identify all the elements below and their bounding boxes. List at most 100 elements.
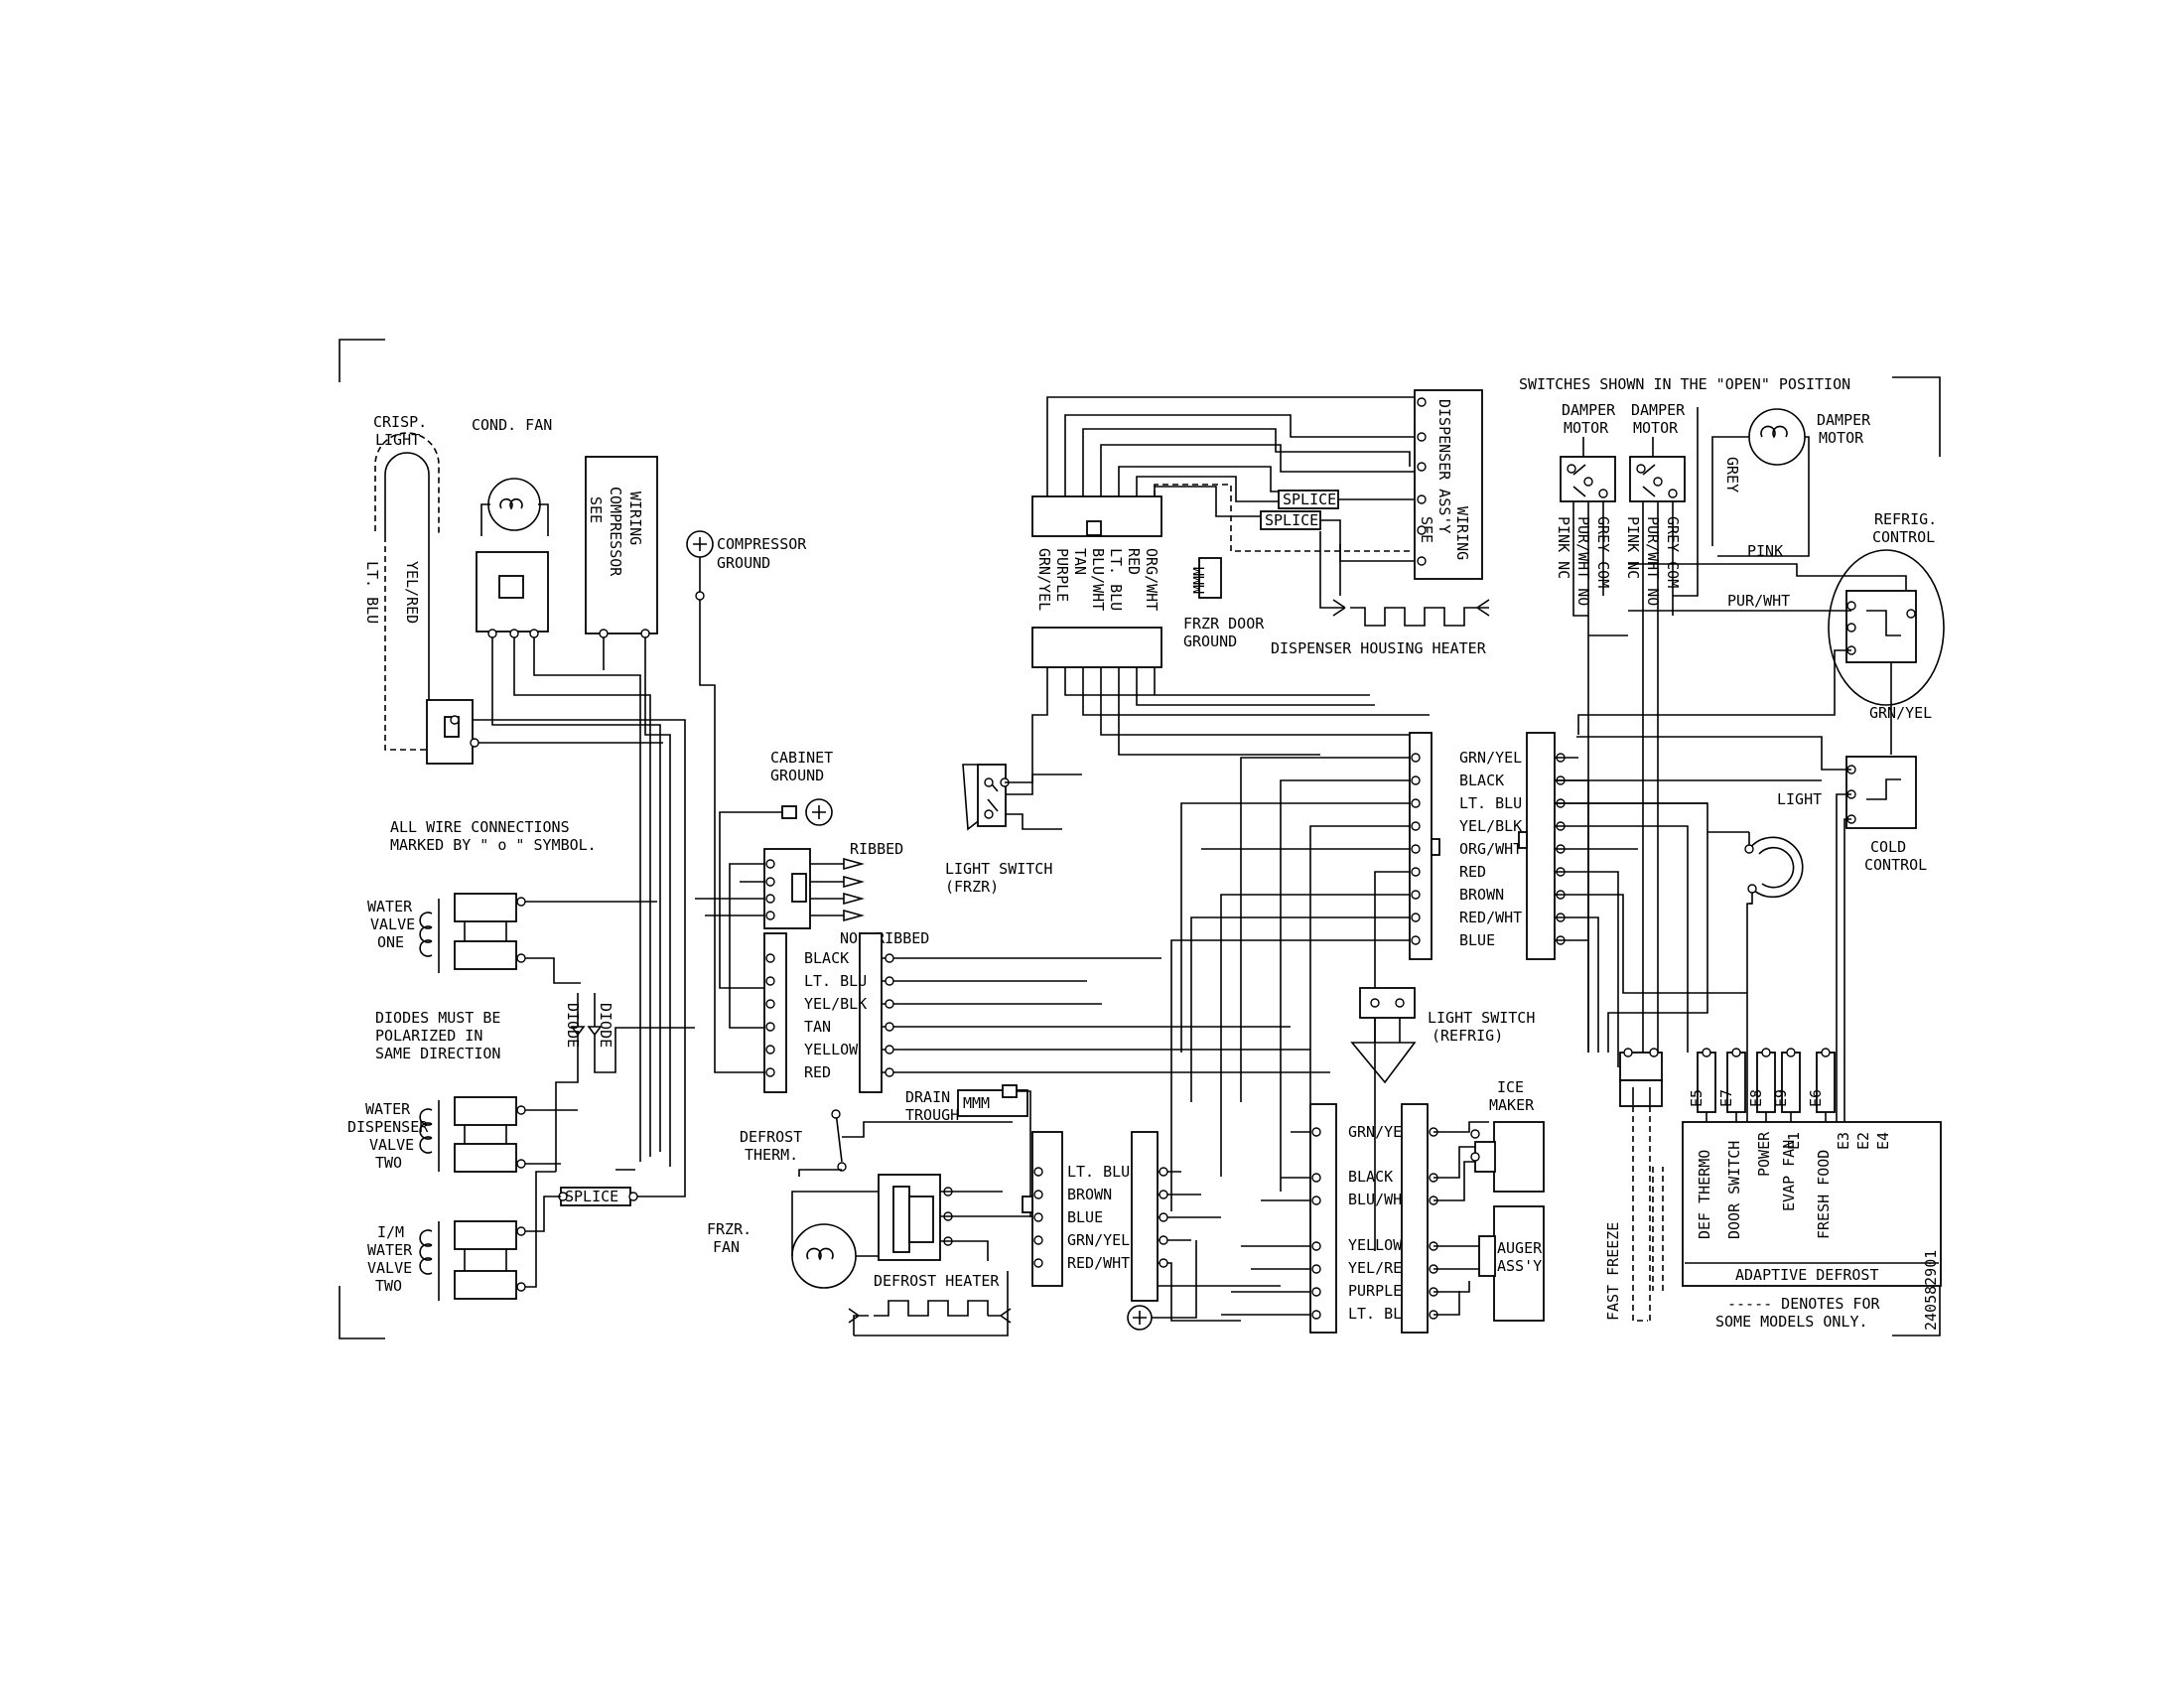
left-connector: BLACK LT. BLU YEL/BLK TAN YELLOW RED bbox=[763, 932, 1330, 1093]
compressor-ground-label-2: GROUND bbox=[717, 554, 770, 572]
harness-wire-3: TAN bbox=[1071, 548, 1089, 575]
cold-control-label-1: COLD bbox=[1870, 838, 1906, 856]
defrost-therm: DEFROST THERM. bbox=[740, 1109, 1013, 1177]
dispenser-splice-2: SPLICE bbox=[1265, 511, 1318, 529]
dispenser-assy-text: DISPENSER ASS'Y bbox=[1435, 399, 1453, 533]
compressor-wiring: SEE COMPRESSOR WIRING bbox=[585, 456, 658, 634]
non-ribbed-label: NON-RIBBED bbox=[840, 929, 929, 947]
damper-switch-2-purwht: PUR/WHT NO bbox=[1644, 516, 1662, 606]
cond-fan: COND. FAN bbox=[472, 416, 552, 633]
adaptive-defrost-fn-evap-fan: EVAP FAN bbox=[1780, 1140, 1798, 1211]
frzr-fan-label-1: FRZR. bbox=[707, 1220, 751, 1238]
icemaker-connector-wire-3: BLU/WHT bbox=[1348, 1191, 1411, 1208]
right-light-label: LIGHT bbox=[1777, 790, 1822, 808]
adaptive-defrost-terminal-e7: E7 bbox=[1717, 1089, 1735, 1107]
compressor-ground-label-1: COMPRESSOR bbox=[717, 535, 807, 553]
cond-fan-label: COND. FAN bbox=[472, 416, 552, 434]
dispenser-assy: SEE DISPENSER ASS'Y WIRING bbox=[1414, 389, 1483, 580]
left-connector-wire-3: YEL/BLK bbox=[804, 995, 867, 1013]
center-ground bbox=[1127, 1240, 1197, 1331]
adaptive-defrost-board: E5 E7 E8 E9 E6 DEF THERMO DOOR SWITCH PO… bbox=[1682, 1048, 1942, 1287]
cabinet-ground: CABINET GROUND bbox=[719, 749, 833, 989]
water-valve-one: WATER VALVE ONE bbox=[367, 893, 657, 984]
damper-switch-2-label-2: MOTOR bbox=[1633, 419, 1679, 437]
dispenser-splice-1: SPLICE bbox=[1283, 491, 1336, 508]
crisp-light: CRISP. LIGHT LT. BLU YEL/RED bbox=[363, 413, 474, 765]
center-connector-wire-4: YEL/BLK bbox=[1459, 817, 1522, 835]
left-splice-label: SPLICE bbox=[565, 1188, 618, 1205]
left-connector-wire-6: RED bbox=[804, 1063, 831, 1081]
damper-motor-label-1: DAMPER bbox=[1817, 411, 1871, 429]
diode-label-1: DIODE bbox=[564, 1003, 582, 1048]
icemaker-connector-wire-7: LT. BLU bbox=[1348, 1305, 1411, 1323]
center-connector-wire-7: BROWN bbox=[1459, 886, 1504, 904]
drain-trough-label-2: TROUGH bbox=[905, 1106, 959, 1124]
damper-switch-1-purwht: PUR/WHT NO bbox=[1574, 516, 1592, 606]
drawing-number: 240582901 bbox=[1922, 1250, 1940, 1331]
adaptive-defrost-fn-e1: E1 bbox=[1785, 1132, 1803, 1150]
left-wire-trunk bbox=[450, 591, 770, 1172]
mid-connector bbox=[1131, 1131, 1281, 1322]
fan-connector-wire-5: RED/WHT bbox=[1067, 1254, 1130, 1272]
denotes-note-1: ----- DENOTES FOR bbox=[1727, 1295, 1880, 1313]
im-water-valve-label-2: WATER bbox=[367, 1241, 413, 1259]
dispenser-wiring-text: WIRING bbox=[1453, 506, 1471, 560]
dispenser-housing-heater: DISPENSER HOUSING HEATER bbox=[1271, 531, 1490, 657]
harness-wire-7: ORG/WHT bbox=[1143, 548, 1160, 611]
damper-motor-grey: GREY bbox=[1723, 457, 1741, 492]
frzr-fan: FRZR. FAN bbox=[707, 1174, 1032, 1289]
right-light: LIGHT bbox=[1707, 790, 1822, 1122]
refrig-control-label-1: REFRIG. bbox=[1874, 510, 1937, 528]
water-valve-one-label-1: WATER bbox=[367, 898, 413, 915]
dispenser-splices: SPLICE SPLICE bbox=[1260, 490, 1415, 562]
cabinet-ground-label-1: CABINET bbox=[770, 749, 833, 767]
damper-switch-1-pink: PINK NC bbox=[1555, 516, 1572, 579]
crisp-light-label-2: LIGHT bbox=[375, 431, 420, 449]
auger-assy: AUGER ASS'Y bbox=[1433, 1205, 1545, 1322]
adaptive-defrost-terminal-e9: E9 bbox=[1772, 1089, 1790, 1107]
damper-switch-1-label-2: MOTOR bbox=[1564, 419, 1609, 437]
icemaker-connector-wire-6: PURPLE bbox=[1348, 1282, 1402, 1300]
wire-lt-blu-label: LT. BLU bbox=[363, 561, 381, 624]
light-switch-frzr-label-1: LIGHT SWITCH bbox=[945, 860, 1052, 878]
cabinet-ground-label-2: GROUND bbox=[770, 767, 824, 784]
damper-motor: DAMPER MOTOR GREY bbox=[1673, 407, 1871, 597]
refrig-control-label-2: CONTROL bbox=[1872, 528, 1935, 546]
water-dispenser-valve-label-2: DISPENSER bbox=[347, 1118, 429, 1136]
fan-connector-wire-1: LT. BLU bbox=[1067, 1163, 1130, 1181]
compressor-ground: COMPRESSOR GROUND bbox=[686, 530, 807, 596]
right-connector bbox=[1518, 732, 1822, 1067]
switches-shown-note: SWITCHES SHOWN IN THE "OPEN" POSITION bbox=[1519, 375, 1850, 393]
drain-trough-mmm: MMM bbox=[963, 1094, 990, 1112]
compressor-text: COMPRESSOR bbox=[607, 487, 624, 577]
water-dispenser-valve-label-1: WATER bbox=[365, 1100, 411, 1118]
damper-switch-1-label-1: DAMPER bbox=[1562, 401, 1616, 419]
refrig-control-grnyel: GRN/YEL bbox=[1869, 704, 1932, 722]
harness-wire-6: RED bbox=[1125, 548, 1143, 575]
light-switch-frzr: LIGHT SWITCH (FRZR) bbox=[945, 764, 1082, 896]
left-connector-wire-4: TAN bbox=[804, 1018, 831, 1036]
defrost-heater-label: DEFROST HEATER bbox=[874, 1272, 1000, 1290]
light-switch-refrig-label-2: (REFRIG) bbox=[1432, 1027, 1503, 1045]
center-connector: GRN/YEL BLACK LT. BLU YEL/BLK ORG/WHT RE… bbox=[1170, 732, 1522, 1251]
ice-maker-label-1: ICE bbox=[1497, 1078, 1524, 1096]
left-connector-wire-1: BLACK bbox=[804, 949, 849, 967]
frzr-door-ground: MMM FRZR DOOR GROUND bbox=[1183, 557, 1265, 650]
adaptive-defrost-terminal-e6: E6 bbox=[1807, 1089, 1825, 1107]
light-switch-refrig: LIGHT SWITCH (REFRIG) bbox=[1350, 987, 1535, 1084]
fan-connector-wire-2: BROWN bbox=[1067, 1186, 1112, 1203]
cold-control-label-2: CONTROL bbox=[1864, 856, 1927, 874]
center-connector-wire-9: BLUE bbox=[1459, 931, 1495, 949]
fan-connector: LT. BLU BROWN BLUE GRN/YEL RED/WHT bbox=[1022, 1131, 1130, 1287]
adaptive-defrost-terminal-e8: E8 bbox=[1747, 1089, 1765, 1107]
wire-yel-red-label: YEL/RED bbox=[403, 561, 421, 624]
damper-switch-1: DAMPER MOTOR PINK NC PUR/WHT NO GREY COM bbox=[1555, 401, 1628, 1053]
light-switch-refrig-label-1: LIGHT SWITCH bbox=[1428, 1009, 1535, 1027]
drain-trough-label-1: DRAIN bbox=[905, 1088, 950, 1106]
frzr-door-ground-label-1: FRZR DOOR bbox=[1183, 615, 1265, 633]
fan-connector-wire-3: BLUE bbox=[1067, 1208, 1103, 1226]
center-connector-wire-2: BLACK bbox=[1459, 772, 1504, 789]
all-wire-connections-note-1: ALL WIRE CONNECTIONS bbox=[390, 818, 570, 836]
im-water-valve-label-1: I/M bbox=[377, 1223, 404, 1241]
